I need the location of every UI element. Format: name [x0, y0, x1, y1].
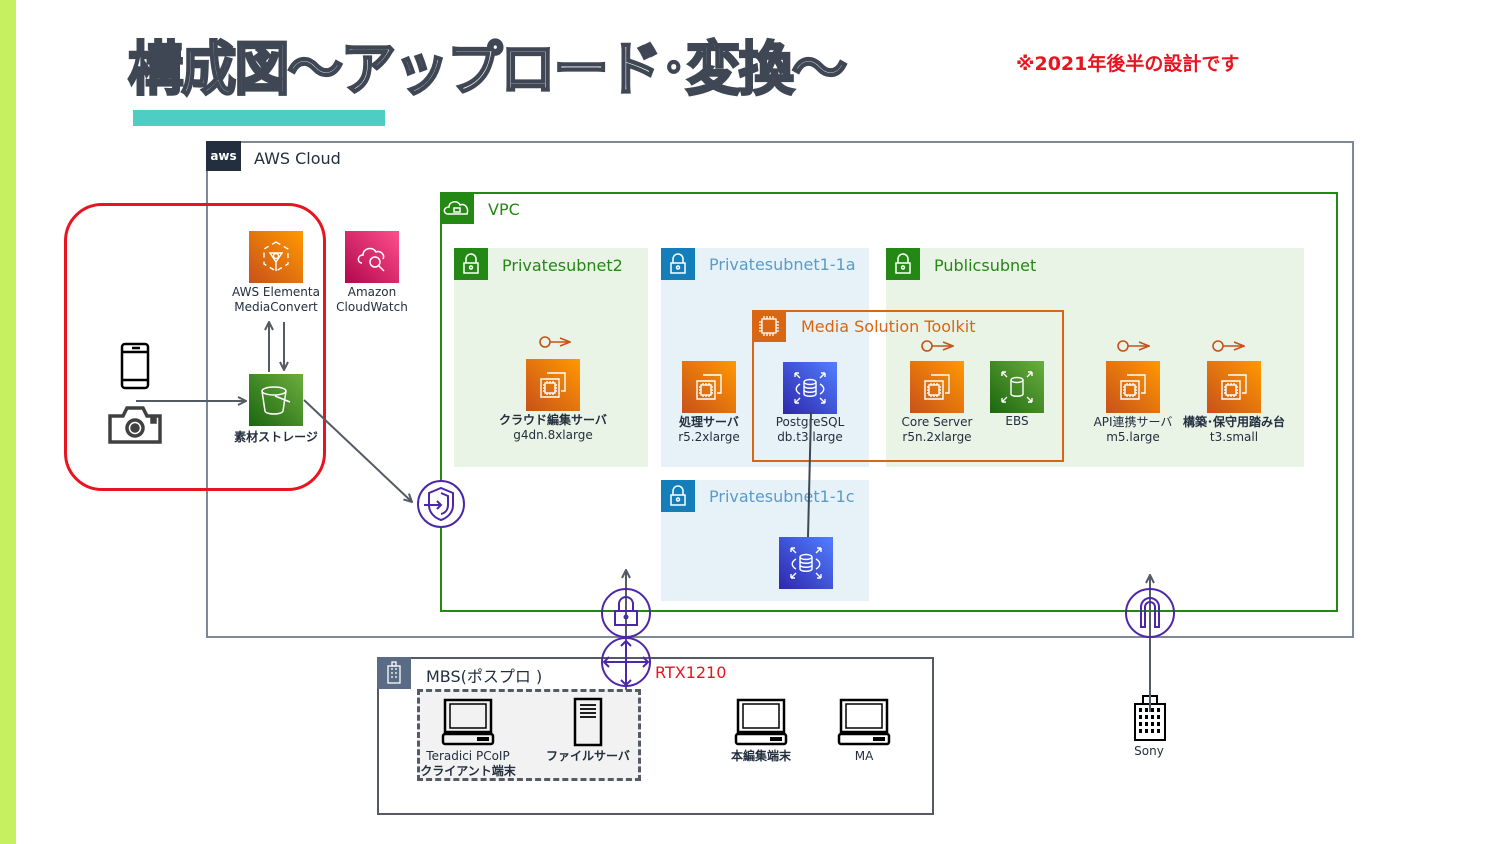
node-name: 処理サーバ — [679, 415, 739, 429]
aws-cloud-group — [206, 141, 1354, 638]
node-type: g4dn.8xlarge — [513, 428, 593, 442]
subnet-label: Publicsubnet — [934, 256, 1037, 275]
rds-replica-icon[interactable] — [779, 537, 833, 589]
subnet-label: Privatesubnet1-1c — [709, 487, 855, 506]
vpc-group — [440, 192, 1338, 612]
subnet-label: Privatesubnet2 — [502, 256, 623, 275]
rds-icon[interactable] — [783, 362, 837, 414]
office-building-icon[interactable] — [1132, 694, 1168, 746]
page-title: 構成図〜アップロード･変換〜 — [127, 34, 849, 105]
node-label: Core Server r5n.2xlarge — [902, 415, 973, 445]
subnet-label: Privatesubnet1-1a — [709, 255, 856, 274]
ec2-instance-icon[interactable] — [526, 359, 580, 411]
node-name: EBS — [1005, 414, 1029, 428]
router-label: RTX1210 — [655, 663, 727, 682]
node-type: r5.2xlarge — [678, 430, 740, 444]
node-type: db.t3.large — [777, 430, 843, 444]
building-icon — [377, 657, 411, 689]
title-underline-bar — [133, 110, 385, 126]
node-name: PostgreSQL — [775, 415, 845, 429]
subnet-lock-icon — [661, 248, 695, 280]
camera-icon — [107, 404, 163, 450]
storage-label: 素材ストレージ — [234, 430, 318, 444]
mediaconvert-label-line1: AWS Elementa — [232, 285, 320, 299]
node-label: EBS — [1005, 414, 1028, 429]
node-type: r5n.2xlarge — [902, 430, 972, 444]
file-server-icon[interactable] — [572, 697, 604, 751]
device-label: Teradici PCoIP クライアント端末 — [420, 749, 516, 779]
aws-cloud-label: AWS Cloud — [254, 149, 341, 168]
vpc-label: VPC — [488, 200, 520, 219]
aws-badge-text: aws — [210, 149, 237, 163]
node-name: クラウド編集サーバ — [499, 413, 607, 427]
left-accent-stripe — [0, 0, 16, 844]
subnet-lock-icon — [661, 480, 695, 512]
subnet-privatesubnet1-1a — [661, 248, 869, 467]
device-label: ファイルサーバ — [546, 749, 630, 763]
mediaconvert-label: AWS Elementa MediaConvert — [232, 285, 320, 315]
ec2-instance-icon[interactable] — [682, 361, 736, 413]
ma-terminal-icon[interactable] — [837, 698, 891, 750]
cloudwatch-label: Amazon CloudWatch — [336, 285, 408, 315]
node-name: 構築･保守用踏み台 — [1182, 415, 1286, 429]
node-label: API連携サーバ m5.large — [1094, 415, 1173, 445]
ec2-instance-icon[interactable] — [1207, 361, 1261, 413]
subnet-lock-icon — [454, 248, 488, 280]
ebs-icon[interactable] — [990, 361, 1044, 413]
mediaconvert-label-line2: MediaConvert — [234, 300, 318, 314]
node-label: 構築･保守用踏み台 t3.small — [1183, 415, 1285, 445]
upload-highlight-box — [64, 203, 326, 491]
mbs-label: MBS(ポスプロ ) — [426, 667, 543, 686]
node-type: t3.small — [1209, 430, 1259, 444]
node-label: クラウド編集サーバ g4dn.8xlarge — [499, 413, 607, 443]
device-label-line1: Teradici PCoIP — [426, 749, 510, 763]
subnet-privatesubnet1-1c — [661, 480, 869, 601]
sony-label: Sony — [1134, 744, 1164, 758]
device-label-line2: クライアント端末 — [420, 764, 516, 778]
editing-terminal-icon[interactable] — [734, 698, 788, 750]
device-label: MA — [854, 749, 874, 763]
cloudwatch-label-line1: Amazon — [347, 285, 397, 299]
aws-logo-icon: aws — [206, 141, 241, 171]
media-solution-toolkit-group — [752, 310, 1064, 462]
mbs-group — [377, 657, 934, 815]
node-name: Core Server — [901, 415, 973, 429]
vpc-cloud-icon — [440, 192, 474, 224]
subnet-privatesubnet2 — [454, 248, 648, 467]
device-label: 本編集端末 — [730, 749, 792, 763]
design-note: ※2021年後半の設計です — [1016, 53, 1240, 75]
ec2-instance-icon[interactable] — [1106, 361, 1160, 413]
node-label: PostgreSQL db.t3.large — [776, 415, 845, 445]
subnet-publicsubnet — [886, 248, 1304, 467]
client-terminal-icon[interactable] — [441, 698, 495, 750]
ec2-instance-icon[interactable] — [910, 361, 964, 413]
subnet-lock-icon — [886, 248, 920, 280]
node-name: API連携サーバ — [1093, 415, 1173, 429]
cloudwatch-icon[interactable] — [345, 231, 399, 283]
s3-bucket-icon[interactable] — [249, 374, 303, 426]
chip-icon — [752, 310, 786, 342]
node-label: 処理サーバ r5.2xlarge — [678, 415, 740, 445]
media-solution-toolkit-label: Media Solution Toolkit — [801, 317, 976, 336]
cloudwatch-label-line2: CloudWatch — [336, 300, 408, 314]
mediaconvert-icon[interactable] — [249, 231, 303, 283]
node-type: m5.large — [1106, 430, 1160, 444]
smartphone-icon — [120, 342, 150, 394]
